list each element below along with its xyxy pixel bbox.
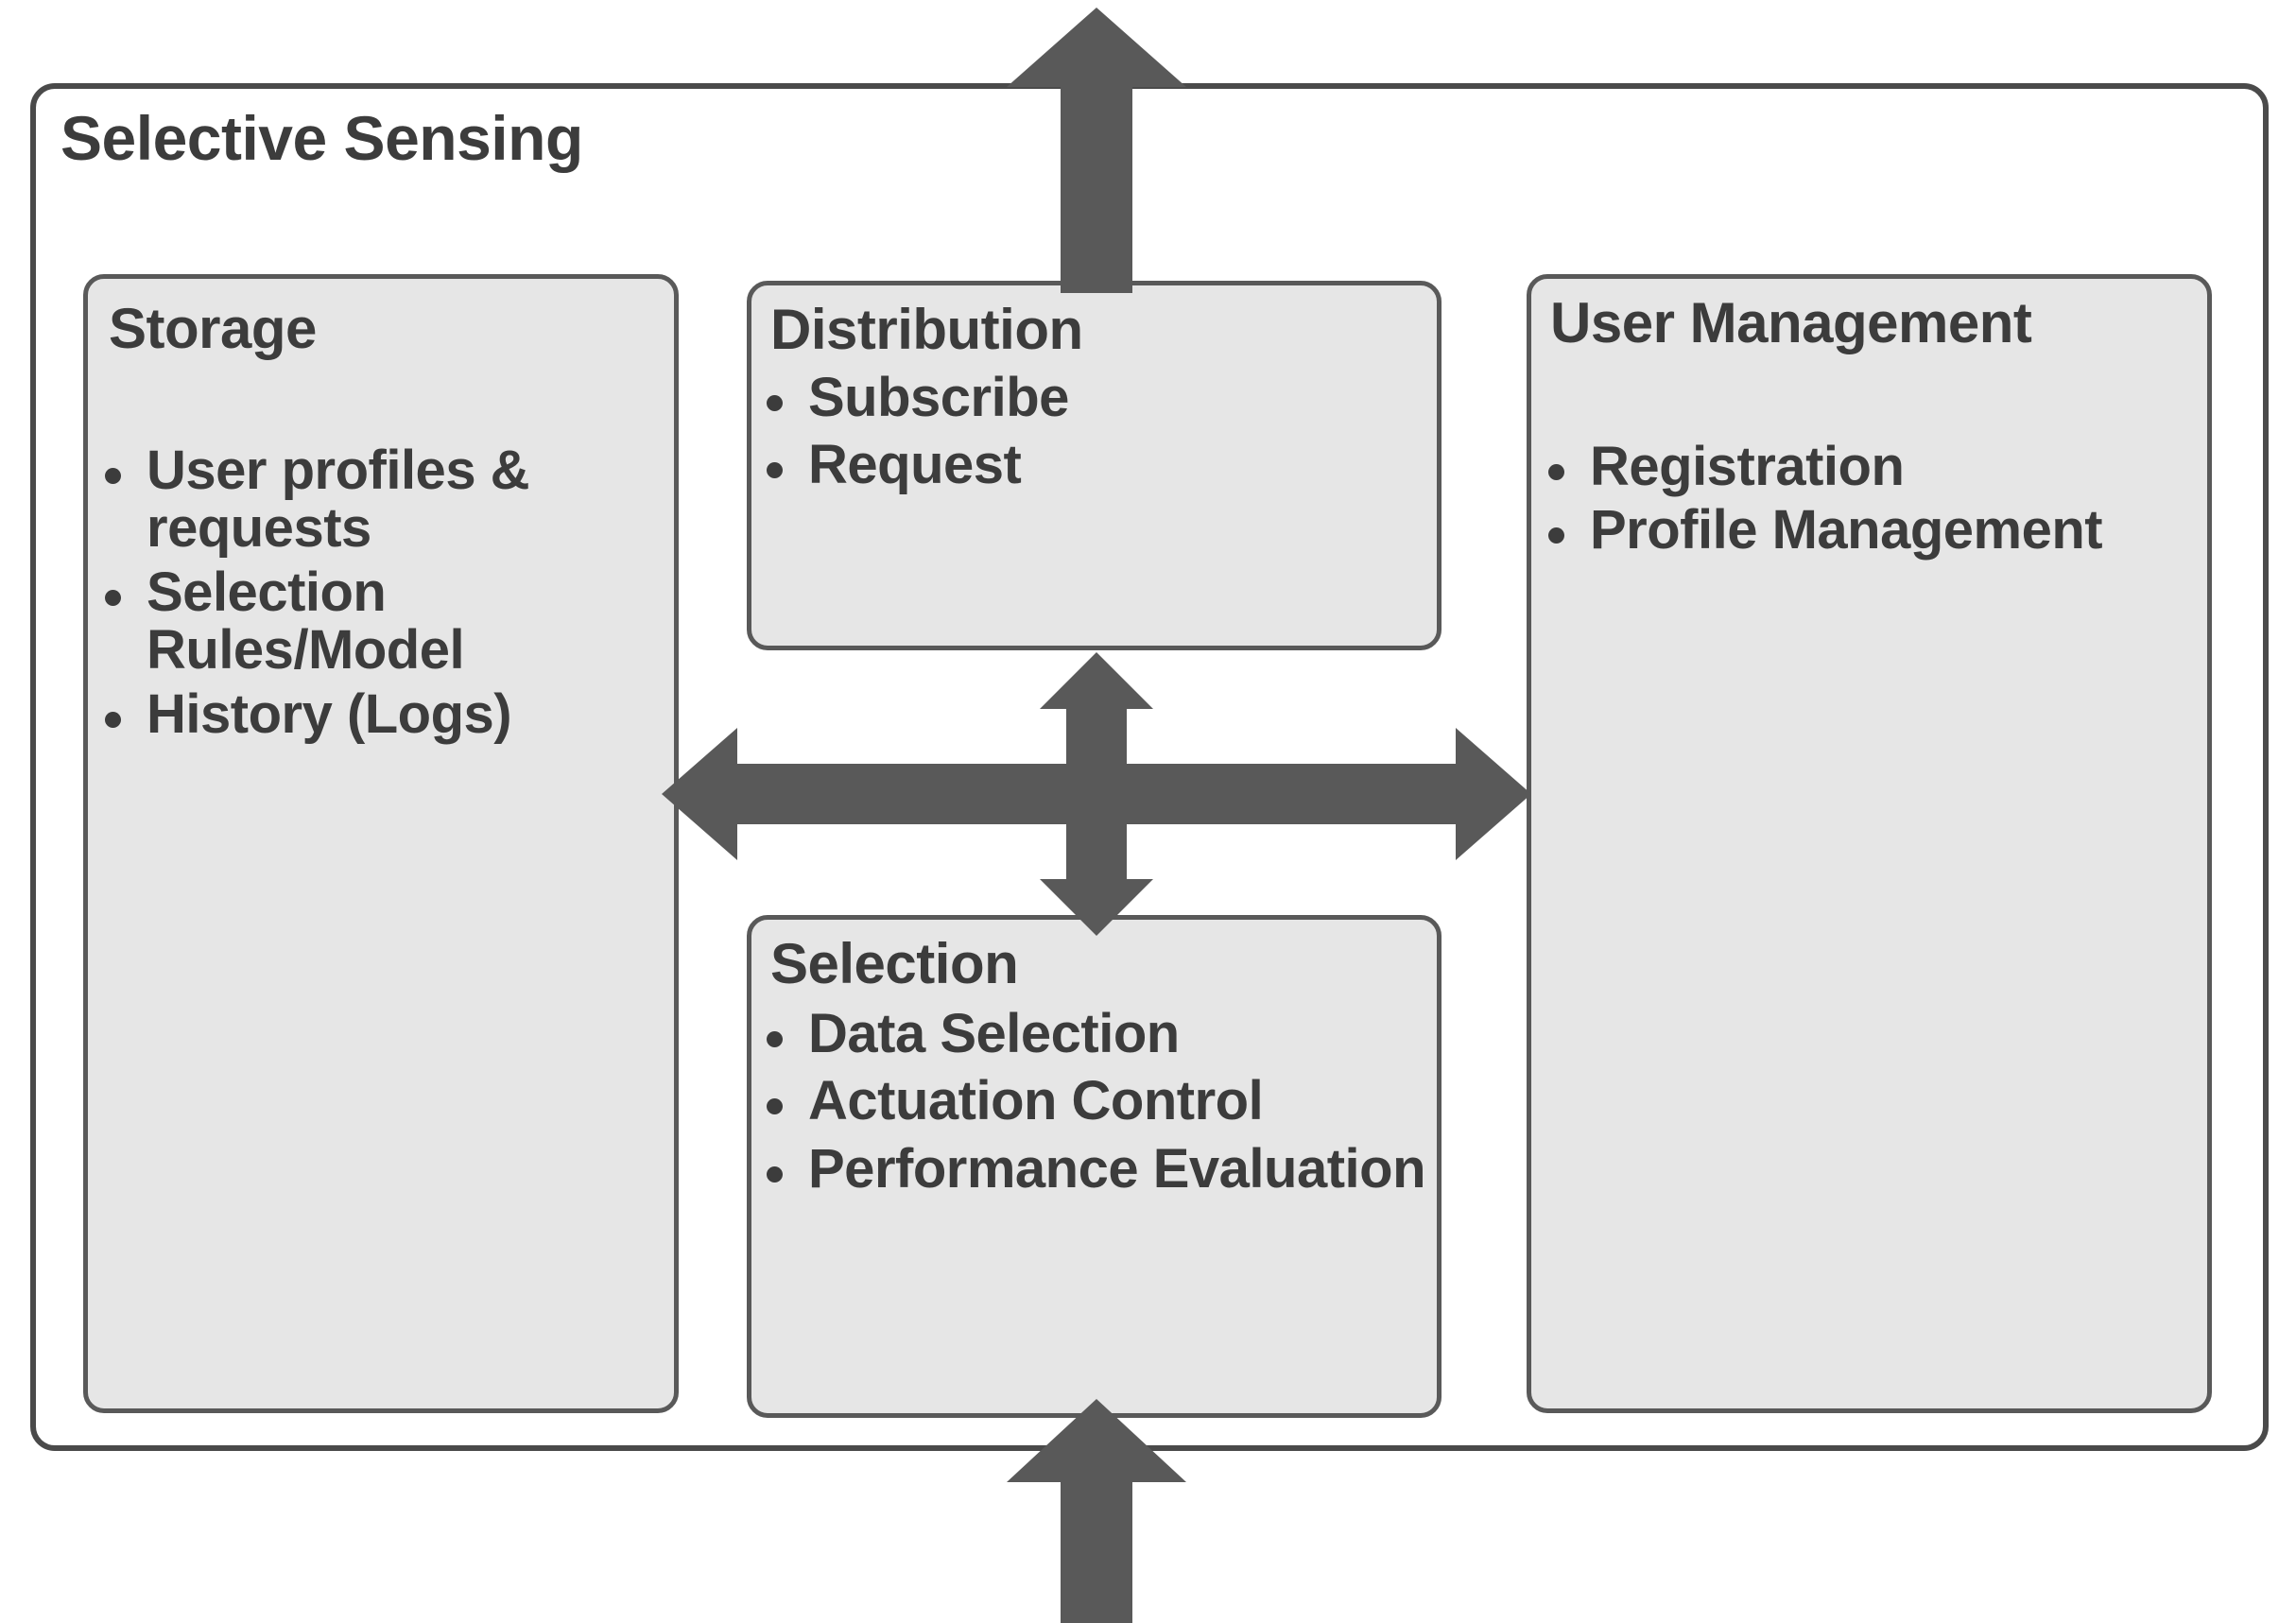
list-item: Profile Management (1541, 501, 2200, 560)
list-item: Performance Evaluation (759, 1139, 1429, 1198)
page-title: Selective Sensing (60, 103, 583, 173)
module-storage: Storage User profiles & requests Selecti… (83, 274, 679, 1413)
list-item: Registration (1541, 438, 2200, 495)
module-user-management-list: Registration Profile Management (1541, 438, 2200, 565)
list-item: Subscribe (759, 369, 1429, 426)
list-item: User profiles & requests (97, 441, 666, 558)
list-item: Actuation Control (759, 1072, 1429, 1131)
list-item: Request (759, 436, 1429, 494)
module-storage-title: Storage (109, 297, 317, 360)
arrow-up-inbound-icon (1007, 1399, 1186, 1623)
list-item: Selection Rules/Model (97, 563, 666, 680)
module-distribution-list: Subscribe Request (759, 369, 1429, 504)
module-user-management-title: User Management (1550, 291, 2032, 354)
module-distribution-title: Distribution (770, 298, 1083, 361)
list-item: Data Selection (759, 1005, 1429, 1062)
list-item: History (Logs) (97, 684, 666, 743)
module-selection-title: Selection (770, 932, 1019, 995)
module-selection: Selection Data Selection Actuation Contr… (747, 915, 1441, 1418)
module-user-management: User Management Registration Profile Man… (1527, 274, 2212, 1413)
module-distribution: Distribution Subscribe Request (747, 281, 1441, 650)
module-selection-list: Data Selection Actuation Control Perform… (759, 1005, 1429, 1207)
module-storage-list: User profiles & requests Selection Rules… (97, 441, 666, 749)
arrow-up-outbound-icon (1007, 8, 1186, 293)
arrow-four-way-icon (662, 652, 1531, 936)
